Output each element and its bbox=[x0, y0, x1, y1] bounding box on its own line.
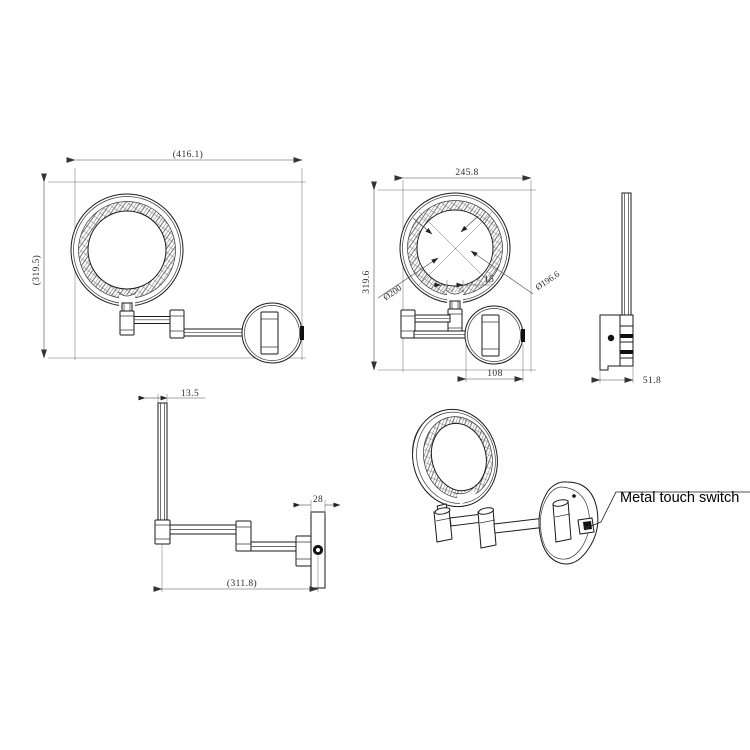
wall-base-plate-left bbox=[241, 302, 304, 364]
annotation-label-touch-switch: Metal touch switch bbox=[620, 490, 739, 506]
dim-label-416: (416.1) bbox=[173, 149, 204, 160]
arm-segment-b-top bbox=[250, 541, 300, 552]
hinge-block-top bbox=[154, 519, 171, 545]
dim-neck-15: 15 bbox=[434, 275, 494, 292]
wall-base-plate-center bbox=[464, 305, 525, 365]
dim-label-15: 15 bbox=[484, 275, 494, 285]
arm-pivot-mid-top bbox=[235, 520, 252, 552]
dim-label-d196-6: Ø196.6 bbox=[533, 269, 561, 293]
arm-stack-side bbox=[619, 314, 634, 367]
arm-pivot-joint-2-center bbox=[400, 309, 416, 339]
mirror-ring-front-left bbox=[70, 193, 184, 307]
dim-overall-width-416: (416.1) bbox=[66, 149, 303, 163]
dim-label-311-8: (311.8) bbox=[227, 578, 257, 589]
dim-label-319-6: 319.6 bbox=[362, 270, 372, 293]
arm-pivot-base-top bbox=[295, 535, 312, 567]
dim-label-13-5: 13.5 bbox=[181, 389, 199, 399]
view-isometric: Metal touch switch bbox=[411, 408, 750, 565]
annotation-metal-touch-switch: Metal touch switch bbox=[583, 490, 750, 531]
hinge-cyl-1-iso bbox=[433, 507, 453, 543]
view-top-plan: 13.5 bbox=[138, 389, 341, 592]
dim-label-319-5: (319.5) bbox=[31, 255, 42, 286]
dim-base-108: 108 bbox=[457, 340, 524, 382]
dim-label-51-8: 51.8 bbox=[643, 376, 661, 386]
mirror-ring-isometric bbox=[411, 408, 498, 508]
view-front-elevation-extended: (416.1) (319.5) bbox=[31, 149, 306, 364]
hinge-cyl-2-iso bbox=[477, 507, 497, 549]
arm-pivot-joint-1-left bbox=[119, 310, 135, 336]
wall-base-isometric bbox=[538, 481, 599, 565]
mirror-edge-side bbox=[621, 192, 632, 316]
wall-plate-side bbox=[599, 314, 621, 371]
arm-pivot-joint-2-left bbox=[169, 309, 185, 339]
dim-depth-51-8: 51.8 bbox=[591, 366, 661, 386]
dim-reach-311-8: (311.8) bbox=[153, 544, 319, 592]
arm-segment-1-left bbox=[133, 316, 173, 324]
dim-label-d200: Ø200 bbox=[381, 282, 404, 302]
mirror-ring-front-center bbox=[399, 192, 511, 304]
dim-label-28: 28 bbox=[313, 495, 323, 505]
plate-detail-dot bbox=[572, 494, 576, 498]
dim-label-108: 108 bbox=[487, 369, 502, 379]
dim-width-245-8: 245.8 bbox=[394, 168, 532, 181]
arm-segment-1-center bbox=[411, 314, 451, 323]
dim-label-245-8: 245.8 bbox=[455, 168, 478, 178]
dimension-extension-lines-center bbox=[378, 180, 536, 372]
center-diagonals bbox=[412, 211, 493, 286]
arm-segment-a-top bbox=[169, 524, 239, 535]
view-side-elevation: 51.8 bbox=[591, 192, 661, 386]
dim-plate-28: 28 bbox=[293, 495, 341, 514]
view-front-elevation-folded: 245.8 319.6 Ø200 Ø196.6 bbox=[362, 168, 562, 382]
dim-thickness-13-5: 13.5 bbox=[138, 389, 205, 404]
dim-overall-height-319-5: (319.5) bbox=[31, 173, 47, 359]
mirror-edge-top bbox=[157, 402, 168, 521]
dim-height-319-6: 319.6 bbox=[362, 181, 377, 371]
